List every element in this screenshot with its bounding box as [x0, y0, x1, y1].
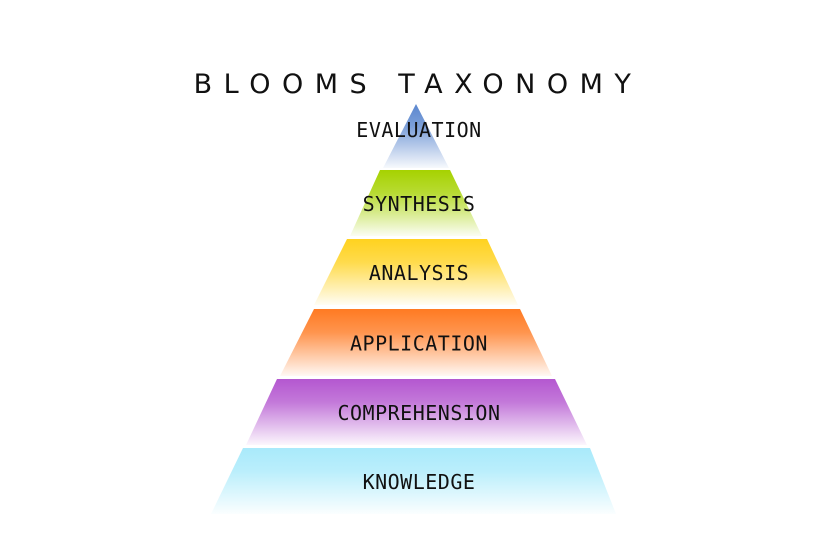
tier-label: ANALYSIS [369, 261, 469, 285]
tier-shape [314, 239, 518, 305]
tier-label: SYNTHESIS [363, 192, 476, 216]
tier-shape [280, 309, 552, 376]
tier-label: APPLICATION [350, 332, 488, 356]
tier-label: EVALUATION [356, 118, 481, 142]
tier-label: KNOWLEDGE [363, 470, 476, 494]
pyramid-tier-application: APPLICATION [280, 309, 552, 376]
tier-label: COMPREHENSION [337, 401, 500, 425]
pyramid-tier-knowledge: KNOWLEDGE [211, 448, 616, 514]
pyramid-tier-analysis: ANALYSIS [314, 239, 518, 305]
diagram-title: BLOOMS TAXONOMY [194, 69, 643, 100]
tier-shape [211, 448, 616, 514]
tier-shape [383, 104, 449, 168]
tier-shape [350, 170, 482, 236]
pyramid-tier-comprehension: COMPREHENSION [246, 379, 587, 445]
pyramid-tier-synthesis: SYNTHESIS [350, 170, 482, 236]
tier-shape [246, 379, 587, 445]
pyramid-tier-evaluation: EVALUATION [356, 104, 481, 168]
